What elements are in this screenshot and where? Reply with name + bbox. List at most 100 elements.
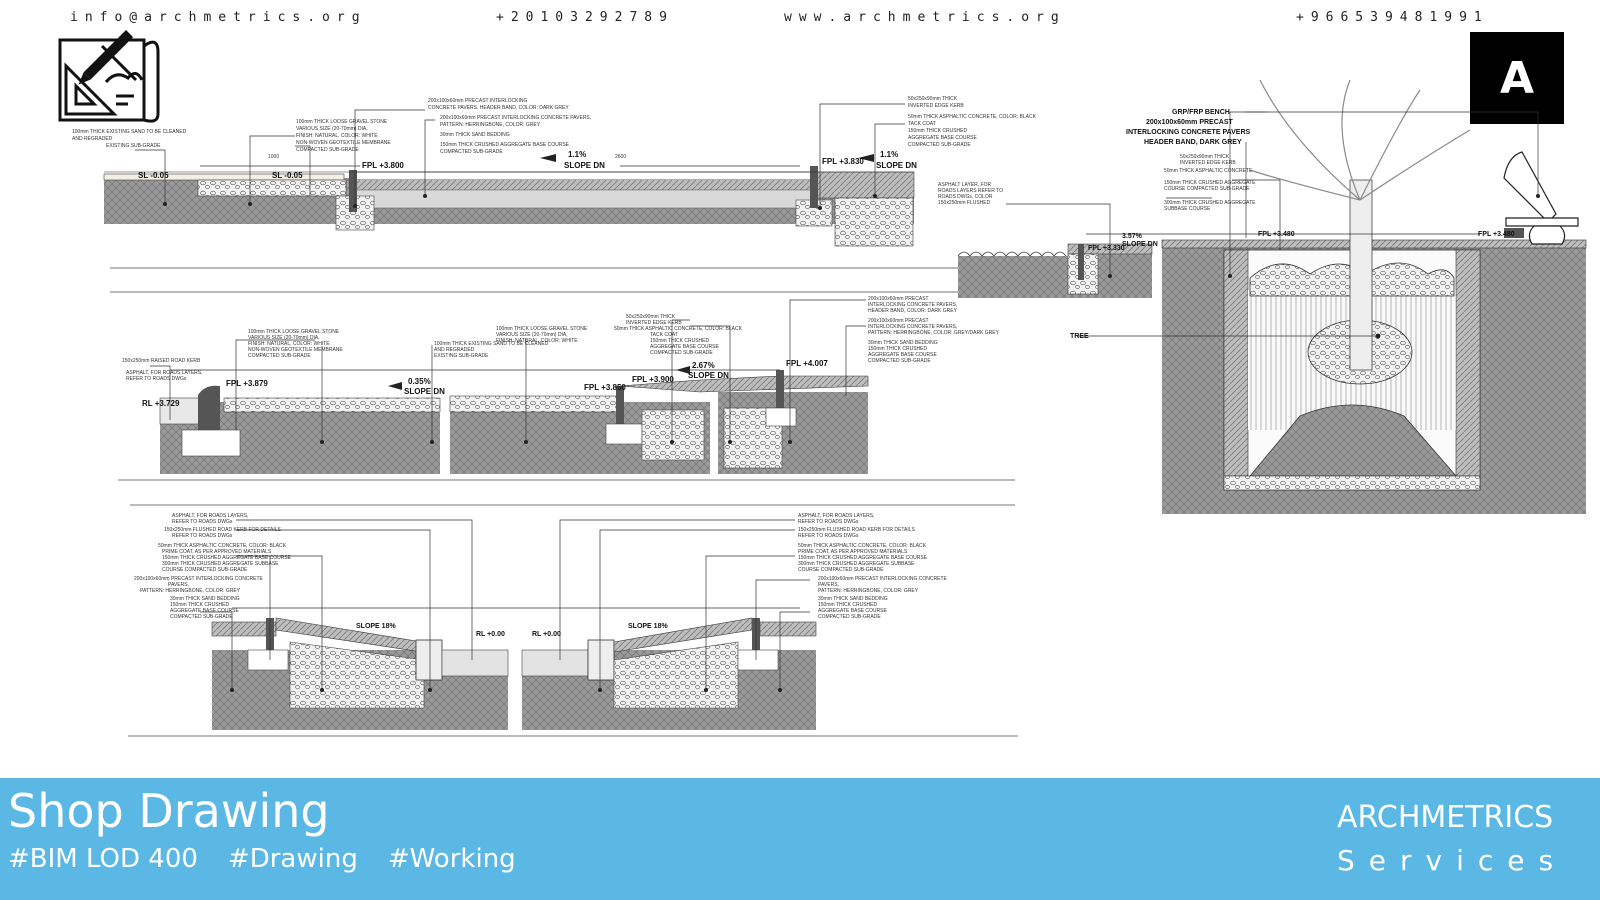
level-label: FPL +3.879 <box>226 379 268 388</box>
svg-text:TACK COAT: TACK COAT <box>650 332 678 338</box>
svg-text:COMPACTED SUB-GRADE: COMPACTED SUB-GRADE <box>170 614 233 620</box>
svg-text:200x100x60mm PRECAST INTERLOCK: 200x100x60mm PRECAST INTERLOCKING CONCRE… <box>440 115 591 121</box>
hashtag-bim: #BIM LOD 400 <box>8 844 198 874</box>
svg-text:AGGREGATE BASE COURSE: AGGREGATE BASE COURSE <box>650 344 719 350</box>
svg-text:CONCRETE PAVERS. HEADER BAND,: CONCRETE PAVERS. HEADER BAND, COLOR: DAR… <box>428 105 569 111</box>
slope-label: SLOPE DN <box>876 161 917 170</box>
svg-text:300mm THICK CRUSHED AGGREGATE: 300mm THICK CRUSHED AGGREGATE SUBBASE <box>798 561 915 567</box>
contact-bar: info@archmetrics.org +20103292789 www.ar… <box>0 10 1600 32</box>
svg-text:50mm THICK ASPHALTIC CONCRETE,: 50mm THICK ASPHALTIC CONCRETE, COLOR: BL… <box>908 114 1037 120</box>
svg-text:AGGREGATE BASE COURSE: AGGREGATE BASE COURSE <box>908 135 977 141</box>
svg-text:50x250x90mm THICK: 50x250x90mm THICK <box>626 314 676 320</box>
level-label: FPL +3.800 <box>362 161 404 170</box>
svg-text:ROADS LAYERS REFER TO: ROADS LAYERS REFER TO <box>938 188 1003 194</box>
svg-text:150mm THICK CRUSHED AGGREGATE: 150mm THICK CRUSHED AGGREGATE <box>1164 180 1256 186</box>
svg-text:EXISTING SUB-GRADE: EXISTING SUB-GRADE <box>106 143 161 149</box>
svg-text:200x100x60mm PRECAST INTERLOCK: 200x100x60mm PRECAST INTERLOCKING CONCRE… <box>818 576 947 582</box>
svg-text:100mm THICK LOOSE GRAVEL STONE: 100mm THICK LOOSE GRAVEL STONE <box>496 326 588 332</box>
svg-text:COMPACTED SUB-GRADE: COMPACTED SUB-GRADE <box>908 142 971 148</box>
hashtag-working: #Working <box>387 844 516 874</box>
svg-text:50mm THICK ASPHALTIC CONCRETE: 50mm THICK ASPHALTIC CONCRETE <box>1164 168 1253 174</box>
svg-text:COMPACTED SUB-GRADE: COMPACTED SUB-GRADE <box>248 353 311 359</box>
slope-pct-label: 1.1% <box>880 150 898 159</box>
svg-text:AGGREGATE BASE COURSE: AGGREGATE BASE COURSE <box>170 608 239 614</box>
svg-text:150mm THICK CRUSHED: 150mm THICK CRUSHED <box>818 602 877 608</box>
slope-pct-label: 1.1% <box>568 150 586 159</box>
svg-text:30mm THICK SAND BEDDING: 30mm THICK SAND BEDDING <box>818 596 888 602</box>
svg-text:REFER TO ROADS DWGs: REFER TO ROADS DWGs <box>798 533 859 539</box>
hashtag-list: #BIM LOD 400 #Drawing #Working <box>8 844 516 874</box>
svg-text:INTERLOCKING CONCRETE PAVERS,: INTERLOCKING CONCRETE PAVERS, <box>868 324 957 330</box>
svg-text:150x250mm FLUSHED: 150x250mm FLUSHED <box>938 200 991 206</box>
svg-text:30mm THICK SAND BEDDING: 30mm THICK SAND BEDDING <box>440 132 510 138</box>
svg-text:50mm THICK ASPHALTIC CONCRETE,: 50mm THICK ASPHALTIC CONCRETE, COLOR: BL… <box>158 543 287 549</box>
pavers-label: 200x100x60mm PRECAST <box>1146 119 1233 126</box>
svg-text:200x100x60mm PRECAST INTERLOCK: 200x100x60mm PRECAST INTERLOCKING <box>428 98 527 104</box>
level-label: RL +0.00 <box>532 631 561 638</box>
svg-text:PATTERN: HERRINGBONE, COLOR: G: PATTERN: HERRINGBONE, COLOR: GREY <box>818 588 919 594</box>
section-1: 100mm THICK EXISTING SAND TO BE CLEANED … <box>72 96 1150 293</box>
svg-text:COURSE COMPACTED SUB-GRADE: COURSE COMPACTED SUB-GRADE <box>1164 186 1250 192</box>
svg-text:REFER TO ROADS DWGs: REFER TO ROADS DWGs <box>798 519 859 525</box>
level-label: RL +3.729 <box>142 399 180 408</box>
svg-text:200x100x60mm PRECAST: 200x100x60mm PRECAST <box>868 318 929 324</box>
svg-text:PATTERN: HERRINGBONE, COLOR: G: PATTERN: HERRINGBONE, COLOR: GREY/DARK G… <box>868 330 1000 336</box>
svg-text:NON-WOVEN GEOTEXTILE MEMBRANE: NON-WOVEN GEOTEXTILE MEMBRANE <box>296 140 391 146</box>
svg-text:VARIOUS SIZE (20-70mm) DIA,: VARIOUS SIZE (20-70mm) DIA, <box>296 126 368 132</box>
svg-text:150mm THICK CRUSHED: 150mm THICK CRUSHED <box>650 338 709 344</box>
svg-text:100mm THICK LOOSE GRAVEL STONE: 100mm THICK LOOSE GRAVEL STONE <box>248 329 340 335</box>
slope-pct-label: 0.35% <box>408 377 431 386</box>
dim-label: 2600 <box>615 154 626 160</box>
svg-text:50mm THICK ASPHALTIC CONCRETE,: 50mm THICK ASPHALTIC CONCRETE, COLOR: BL… <box>798 543 927 549</box>
level-label: SL -0.05 <box>272 171 303 180</box>
svg-text:ASPHALT, FOR ROADS LAYERS,: ASPHALT, FOR ROADS LAYERS, <box>172 513 249 519</box>
svg-text:COMPACTED SUB-GRADE: COMPACTED SUB-GRADE <box>868 358 931 364</box>
svg-text:200x100x60mm PRECAST: 200x100x60mm PRECAST <box>868 296 929 302</box>
svg-text:EXISTING SUB-GRADE: EXISTING SUB-GRADE <box>434 353 489 359</box>
svg-text:AGGREGATE BASE COURSE: AGGREGATE BASE COURSE <box>868 352 937 358</box>
svg-text:ASPHALT LAYER, FOR: ASPHALT LAYER, FOR <box>938 182 991 188</box>
phone-secondary-text[interactable]: +966539481991 <box>1296 10 1489 25</box>
level-label: FPL +3.900 <box>632 375 674 384</box>
svg-text:COMPACTED SUB-GRADE: COMPACTED SUB-GRADE <box>650 350 713 356</box>
svg-text:150x250mm FLUSHED ROAD KERB FO: 150x250mm FLUSHED ROAD KERB FOR DETAILS <box>798 527 916 533</box>
svg-text:HEADER BAND, COLOR: DARK GREY: HEADER BAND, COLOR: DARK GREY <box>868 308 958 314</box>
svg-text:COURSE COMPACTED SUB-GRADE: COURSE COMPACTED SUB-GRADE <box>162 567 248 573</box>
svg-text:INVERTED EDGE KERB: INVERTED EDGE KERB <box>626 320 682 326</box>
blueprint-logo-icon <box>56 26 166 126</box>
svg-text:50mm THICK ASPHALTIC CONCRETE,: 50mm THICK ASPHALTIC CONCRETE, COLOR: BL… <box>614 326 743 332</box>
svg-text:150mm THICK CRUSHED AGGREGATE: 150mm THICK CRUSHED AGGREGATE BASE COURS… <box>798 555 928 561</box>
svg-text:SUBBASE COURSE: SUBBASE COURSE <box>1164 206 1211 212</box>
slope-label: SLOPE 18% <box>628 623 668 630</box>
svg-text:100mm THICK LOOSE GRAVEL STONE: 100mm THICK LOOSE GRAVEL STONE <box>296 119 388 125</box>
level-label: FPL +3.330 <box>1088 245 1125 252</box>
svg-text:150mm THICK CRUSHED AGGREGATE: 150mm THICK CRUSHED AGGREGATE BASE COURS… <box>440 142 570 148</box>
svg-text:FINISH: NATURAL, COLOR: WHITE: FINISH: NATURAL, COLOR: WHITE <box>248 341 330 347</box>
svg-text:COMPACTED SUB-GRADE: COMPACTED SUB-GRADE <box>440 149 503 155</box>
level-label: FPL +3.480 <box>1478 231 1515 238</box>
svg-text:NON-WOVEN GEOTEXTILE MEMBRANE: NON-WOVEN GEOTEXTILE MEMBRANE <box>248 347 343 353</box>
svg-text:AND REGRADED: AND REGRADED <box>434 347 475 353</box>
page-title: Shop Drawing <box>8 784 330 838</box>
slope-pct-label: 3.57% <box>1122 233 1143 240</box>
svg-text:COMPACTED SUB-GRADE: COMPACTED SUB-GRADE <box>818 614 881 620</box>
svg-text:ASPHALT, FOR ROADS LAYERS,: ASPHALT, FOR ROADS LAYERS, <box>798 513 875 519</box>
section-2: 100mm THICK LOOSE GRAVEL STONE VARIOUS S… <box>118 296 1015 506</box>
svg-text:30mm THICK SAND BEDDING: 30mm THICK SAND BEDDING <box>868 340 938 346</box>
svg-text:AND REGRADED: AND REGRADED <box>72 136 113 142</box>
footer-banner: Shop Drawing #BIM LOD 400 #Drawing #Work… <box>0 778 1600 900</box>
slope-label: SLOPE DN <box>404 387 445 396</box>
email-text[interactable]: info@archmetrics.org <box>70 10 367 25</box>
svg-text:VARIOUS SIZE (20-70mm) DIA,: VARIOUS SIZE (20-70mm) DIA, <box>248 335 320 341</box>
brand-name: ARCHMETRICS <box>1337 800 1554 835</box>
svg-text:200x100x60mm PRECAST INTERLOCK: 200x100x60mm PRECAST INTERLOCKING CONCRE… <box>134 576 263 582</box>
website-text[interactable]: www.archmetrics.org <box>784 10 1066 25</box>
slope-label: SLOPE DN <box>564 161 605 170</box>
phone-text[interactable]: +20103292789 <box>496 10 674 25</box>
pavers-label: INTERLOCKING CONCRETE PAVERS <box>1126 129 1251 136</box>
svg-text:ASPHALT, FOR ROADS LAYERS,: ASPHALT, FOR ROADS LAYERS, <box>126 370 203 376</box>
svg-text:PAVERS,: PAVERS, <box>168 582 189 588</box>
svg-text:REFER TO ROADS DWGs: REFER TO ROADS DWGs <box>172 533 233 539</box>
svg-text:FINISH: NATURAL, COLOR: WHITE: FINISH: NATURAL, COLOR: WHITE <box>496 338 578 344</box>
svg-text:PATTERN: HERRINGBONE, COLOR: G: PATTERN: HERRINGBONE, COLOR: GREY <box>140 588 241 594</box>
